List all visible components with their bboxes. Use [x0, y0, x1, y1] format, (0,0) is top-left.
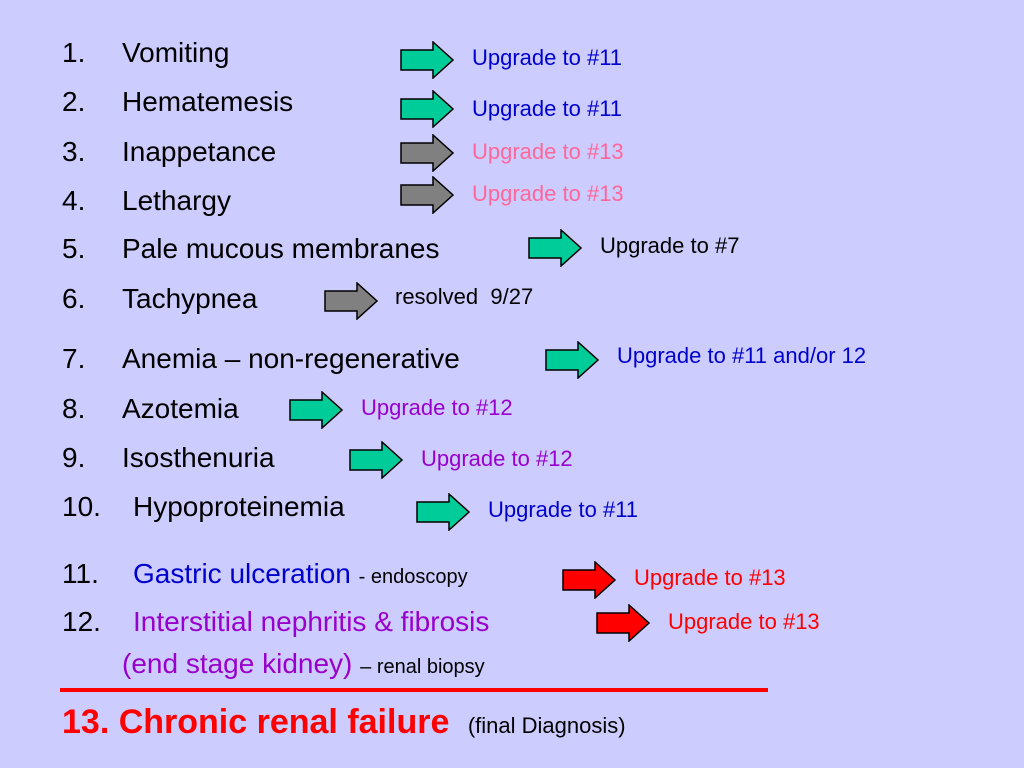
divider-rule	[60, 688, 768, 692]
item-1-term: Vomiting	[122, 37, 230, 68]
arrow-right-icon	[400, 90, 454, 128]
item-9-term: Isosthenuria	[122, 442, 275, 473]
item-11-status: Upgrade to #13	[634, 565, 786, 590]
arrow-right-icon	[289, 391, 343, 429]
item-12-note: – renal biopsy	[360, 656, 485, 678]
item-12-term2: (end stage kidney)	[122, 648, 353, 679]
item-5-term: Pale mucous membranes	[122, 233, 440, 264]
item-8-status: Upgrade to #12	[361, 395, 513, 420]
item-10-status: Upgrade to #11	[488, 497, 639, 522]
item-4-status: Upgrade to #13	[472, 181, 624, 206]
item-1-status: Upgrade to #11	[472, 45, 623, 70]
item-2-status: Upgrade to #11	[472, 96, 623, 121]
final-diagnosis: 13. Chronic renal failure (final Diagnos…	[62, 703, 626, 742]
final-diagnosis-subtitle: (final Diagnosis)	[467, 713, 626, 738]
item-8-term: Azotemia	[122, 393, 239, 424]
item-3-status: Upgrade to #13	[472, 139, 624, 164]
item-4-number: 4.	[62, 185, 86, 216]
item-10-number: 10.	[62, 491, 101, 522]
arrow-right-icon	[596, 604, 650, 642]
arrow-right-icon	[416, 493, 470, 531]
item-9-status: Upgrade to #12	[421, 446, 573, 471]
final-diagnosis-title: 13. Chronic renal failure	[62, 703, 450, 741]
item-2-number: 2.	[62, 86, 86, 117]
item-9-number: 9.	[62, 442, 86, 473]
item-1-number: 1.	[62, 37, 86, 68]
arrow-right-icon	[400, 41, 454, 79]
item-12-term-line2: (end stage kidney) – renal biopsy	[122, 648, 485, 683]
item-7-status: Upgrade to #11 and/or 12	[617, 343, 867, 368]
item-7-number: 7.	[62, 343, 86, 374]
item-12-number: 12.	[62, 606, 101, 637]
item-6-term: Tachypnea	[122, 283, 258, 314]
arrow-right-icon	[324, 282, 378, 320]
item-11-term: Gastric ulceration - endoscopy	[133, 558, 468, 593]
item-12-status: Upgrade to #13	[668, 609, 820, 634]
item-5-status: Upgrade to #7	[600, 233, 740, 258]
item-3-term: Inappetance	[122, 136, 277, 167]
item-12-term: Interstitial nephritis & fibrosis	[133, 606, 490, 637]
item-11-term-text: Gastric ulceration	[133, 558, 351, 589]
item-10-term: Hypoproteinemia	[133, 491, 345, 522]
item-5-number: 5.	[62, 233, 86, 264]
item-7-term: Anemia – non-regenerative	[122, 343, 460, 374]
item-11-number: 11.	[62, 558, 99, 589]
arrow-right-icon	[400, 176, 454, 214]
arrow-right-icon	[545, 341, 599, 379]
arrow-right-icon	[400, 134, 454, 172]
item-6-status: resolved 9/27	[395, 284, 534, 309]
item-6-number: 6.	[62, 283, 86, 314]
item-4-term: Lethargy	[122, 185, 231, 216]
item-3-number: 3.	[62, 136, 86, 167]
arrow-right-icon	[562, 561, 616, 599]
arrow-right-icon	[349, 441, 403, 479]
item-2-term: Hematemesis	[122, 86, 294, 117]
item-8-number: 8.	[62, 393, 86, 424]
arrow-right-icon	[528, 229, 582, 267]
item-11-note: - endoscopy	[358, 566, 468, 588]
